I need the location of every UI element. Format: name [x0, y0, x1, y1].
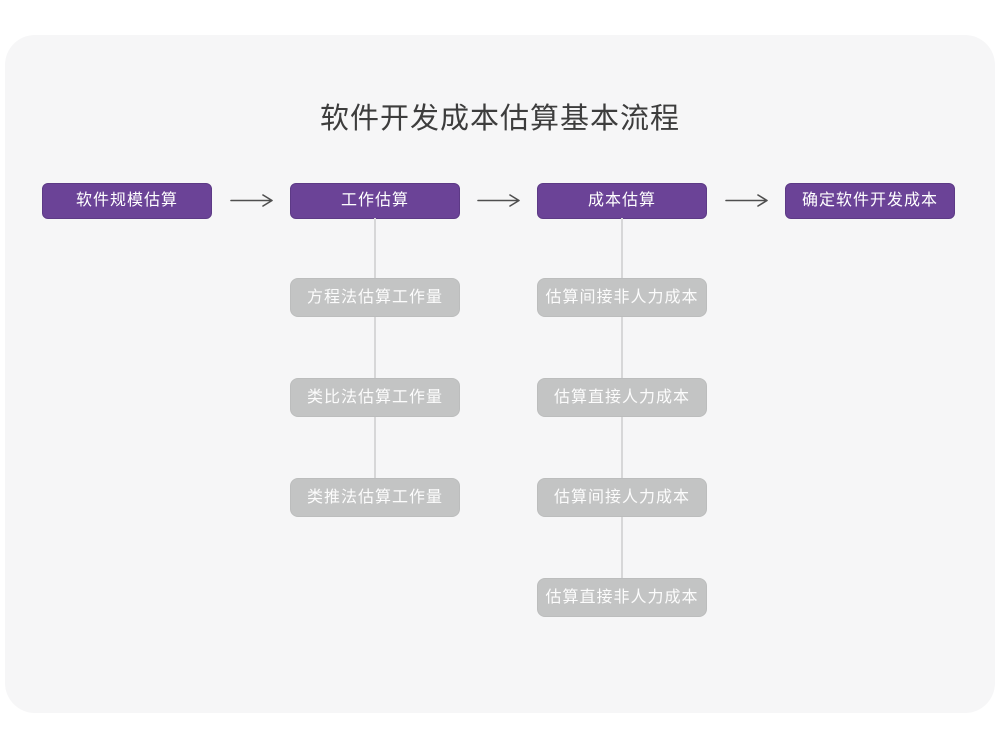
arrow-right-icon: [229, 193, 275, 208]
sub-label: 估算直接人力成本: [553, 389, 690, 406]
sub-node-equation-method: 方程法估算工作量: [290, 278, 460, 317]
arrow-right-icon: [476, 193, 522, 208]
sub-node-indirect-nonlabor-cost: 估算间接非人力成本: [537, 278, 707, 317]
diagram-canvas: 软件开发成本估算基本流程 软件规模估算 工作估算 成本估算 确定软件开发成本 方…: [5, 35, 995, 713]
stage-node-work-estimation: 工作估算: [290, 183, 460, 219]
arrow-right-icon: [724, 193, 770, 208]
sub-label: 估算间接人力成本: [553, 489, 690, 506]
sub-node-indirect-labor-cost: 估算间接人力成本: [537, 478, 707, 517]
diagram-title: 软件开发成本估算基本流程: [319, 103, 680, 135]
stage-label: 成本估算: [587, 192, 656, 209]
stage-label: 工作估算: [340, 192, 409, 209]
stage-node-cost-estimation: 成本估算: [537, 183, 707, 219]
sub-label: 方程法估算工作量: [306, 289, 443, 306]
sub-node-extrapolation-method: 类推法估算工作量: [290, 478, 460, 517]
stage-label: 软件规模估算: [75, 192, 178, 209]
sub-node-analogy-method: 类比法估算工作量: [290, 378, 460, 417]
sub-label: 估算间接非人力成本: [545, 289, 699, 306]
connector-line-work-column: [374, 218, 376, 478]
sub-label: 估算直接非人力成本: [545, 589, 699, 606]
sub-label: 类推法估算工作量: [306, 489, 443, 506]
sub-label: 类比法估算工作量: [306, 389, 443, 406]
sub-node-direct-labor-cost: 估算直接人力成本: [537, 378, 707, 417]
sub-node-direct-nonlabor-cost: 估算直接非人力成本: [537, 578, 707, 617]
stage-node-software-scale-estimation: 软件规模估算: [42, 183, 212, 219]
stage-label: 确定软件开发成本: [801, 192, 938, 209]
stage-node-determine-development-cost: 确定软件开发成本: [785, 183, 955, 219]
